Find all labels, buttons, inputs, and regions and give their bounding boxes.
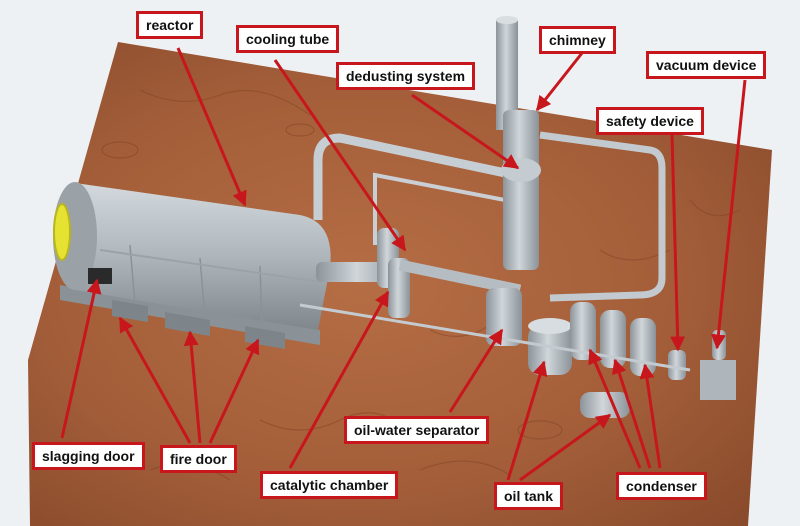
return-pipe-loop — [539, 131, 666, 302]
label-fire-door: fire door — [160, 445, 237, 473]
label-dedusting-system: dedusting system — [336, 62, 476, 90]
arrow-condenser-1 — [588, 348, 642, 469]
safety-device-shape — [668, 350, 686, 380]
fire-door-shapes — [112, 300, 285, 349]
arrow-dedusting-system — [411, 93, 520, 170]
arrow-chimney — [535, 47, 588, 112]
arrow-catalytic-chamber — [288, 290, 390, 469]
label-slagging-door: slagging door — [32, 442, 145, 470]
label-reactor: reactor — [136, 11, 204, 39]
vacuum-device-shape — [700, 330, 736, 400]
arrow-reactor — [176, 47, 247, 207]
arrow-condenser-2 — [612, 358, 652, 469]
arrow-oil-water-separator — [448, 328, 504, 413]
label-oil-water-separator: oil-water separator — [344, 416, 490, 444]
label-catalytic-chamber: catalytic chamber — [260, 471, 399, 499]
arrow-fire-door-3 — [208, 338, 260, 444]
slagging-door-shape — [88, 268, 112, 284]
label-oil-tank: oil tank — [494, 482, 564, 510]
label-chimney: chimney — [539, 26, 616, 54]
arrow-oil-tank-1 — [506, 360, 548, 481]
small-tank-shape — [580, 392, 630, 418]
label-cooling-tube: cooling tube — [236, 25, 340, 53]
reactor-vessel — [53, 182, 331, 330]
arrow-oil-tank-2 — [519, 413, 612, 482]
arrow-vacuum-device — [710, 79, 747, 350]
callout-arrows — [60, 47, 747, 482]
chimney-structure — [496, 16, 541, 270]
arrow-fire-door-2 — [183, 330, 202, 444]
label-vacuum-device: vacuum device — [646, 51, 767, 79]
catalytic-chamber-shape — [377, 228, 410, 318]
arrow-condenser-3 — [639, 363, 662, 469]
arrow-cooling-tube — [273, 59, 407, 252]
label-safety-device: safety device — [596, 107, 704, 135]
arrow-fire-door-1 — [118, 316, 192, 444]
label-condenser: condenser — [616, 472, 707, 500]
arrow-slagging-door — [60, 278, 102, 439]
cooling-tube-pipe — [313, 133, 516, 220]
arrow-safety-device — [670, 134, 686, 352]
